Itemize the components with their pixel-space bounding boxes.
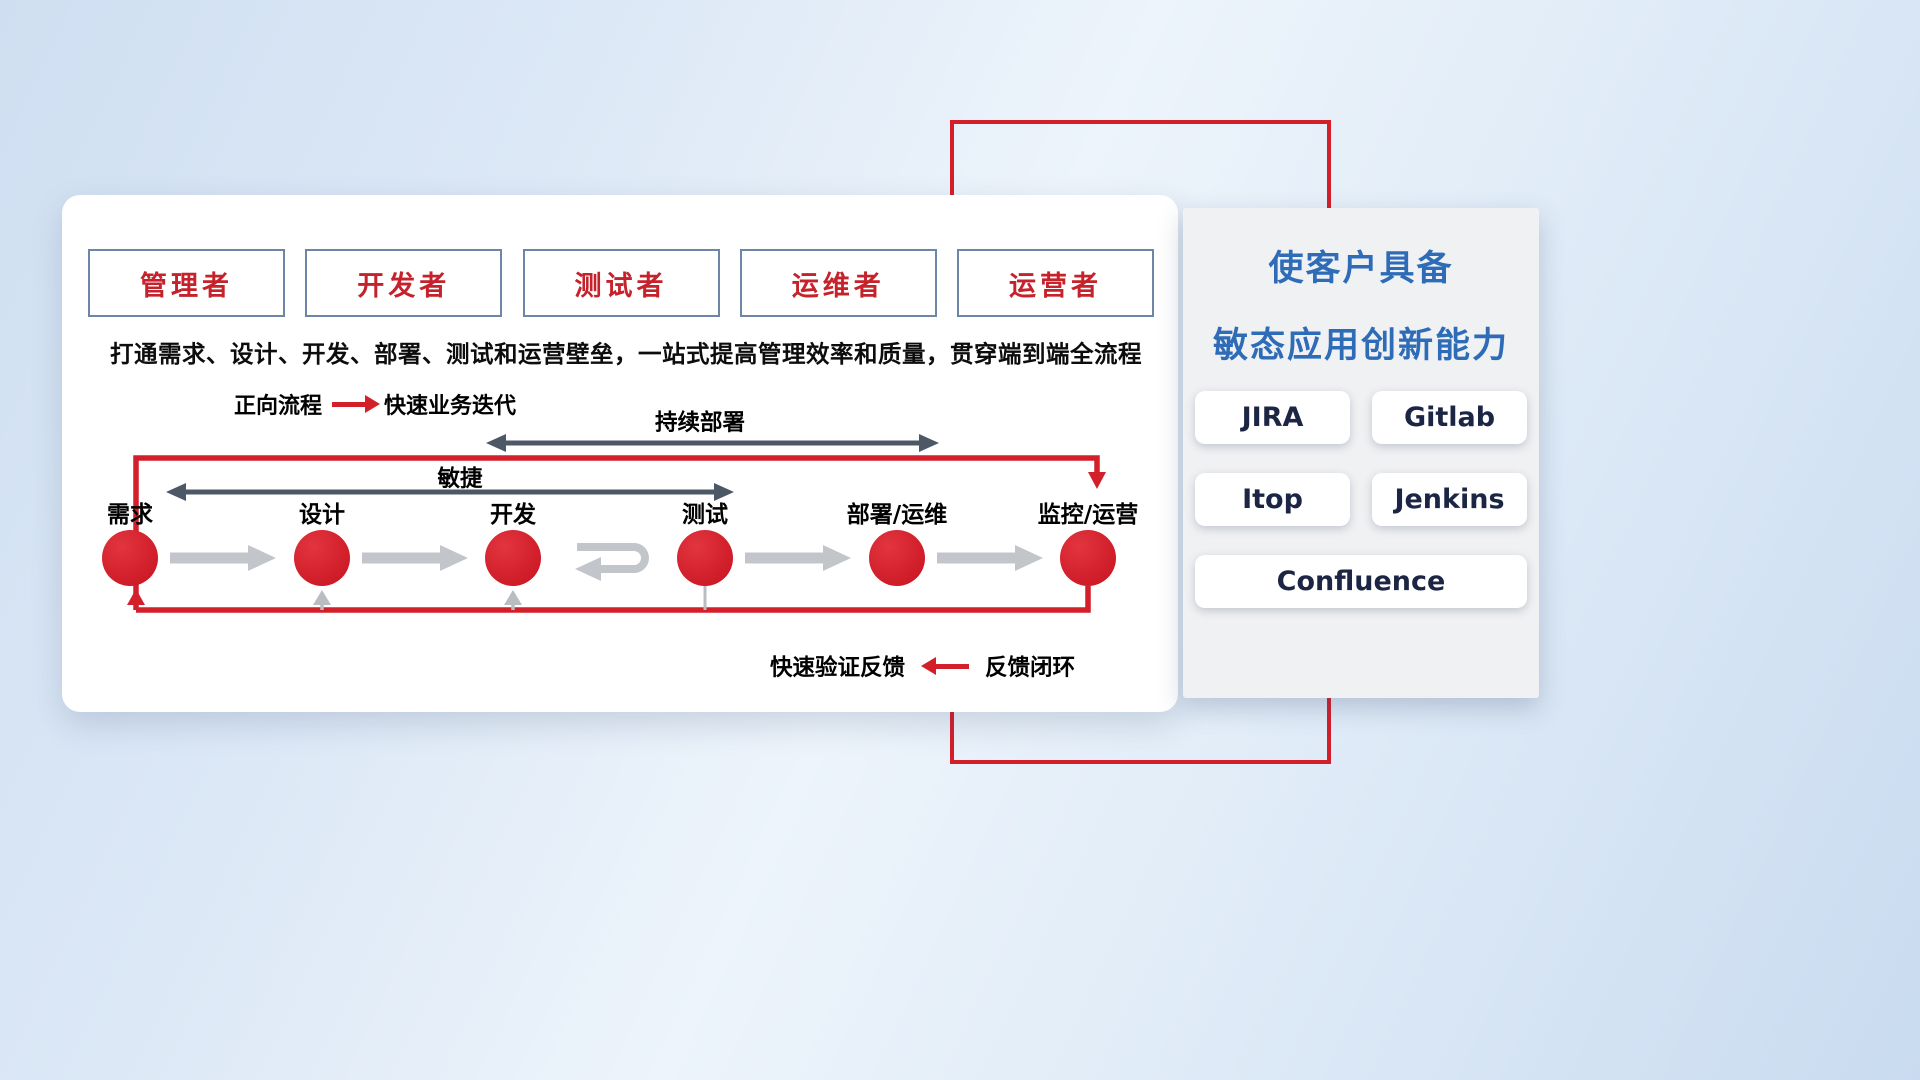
continuous-deploy-range-arrow xyxy=(486,434,939,452)
role-label: 运维者 xyxy=(791,270,885,302)
stage-monitor-operate: 监控/运营 xyxy=(1008,500,1168,586)
stage-circle xyxy=(1060,530,1116,586)
role-label: 运营者 xyxy=(1009,270,1102,302)
capability-panel: 使客户具备 敏态应用创新能力 JIRA Gitlab Itop Jenkins … xyxy=(1183,208,1539,698)
feedback-arrow-icon xyxy=(935,663,970,669)
stage-label: 需求 xyxy=(107,502,153,528)
stage-label: 监控/运营 xyxy=(1037,502,1139,528)
agile-label: 敏捷 xyxy=(437,466,483,492)
flow-arrow-1 xyxy=(170,545,276,571)
feedback-loop-line xyxy=(127,586,1091,613)
legend-forward-value: 快速业务迭代 xyxy=(384,394,517,419)
stage-test: 测试 xyxy=(625,500,785,586)
legend-feedback: 快速验证反馈 反馈闭环 xyxy=(770,650,1075,682)
stage-design: 设计 xyxy=(242,500,402,586)
flow-arrow-4 xyxy=(937,545,1043,571)
forward-arrow-icon xyxy=(332,401,367,407)
stage-circle xyxy=(294,530,350,586)
role-box-tester: 测试者 xyxy=(522,249,720,317)
panel-title-line1: 使客户具备 xyxy=(1268,249,1454,289)
flow-arrow-2 xyxy=(362,545,468,571)
tool-itop: Itop xyxy=(1195,473,1350,526)
tool-jenkins: Jenkins xyxy=(1372,473,1527,526)
legend-forward-label: 正向流程 xyxy=(234,394,323,419)
stage-circle xyxy=(102,530,158,586)
stage-label: 部署/运维 xyxy=(846,502,948,528)
tool-jira: JIRA xyxy=(1195,391,1350,444)
stage-develop: 开发 xyxy=(433,500,593,586)
role-label: 管理者 xyxy=(140,270,233,302)
stage-deploy-ops: 部署/运维 xyxy=(817,500,977,586)
iteration-loop-icon xyxy=(575,543,649,581)
legend-feedback-value: 反馈闭环 xyxy=(985,655,1076,681)
stage-label: 开发 xyxy=(490,502,536,528)
stage-requirement: 需求 xyxy=(50,500,210,586)
agile-range-arrow xyxy=(166,483,734,501)
continuous-deploy-label: 持续部署 xyxy=(654,410,745,436)
stage-circle xyxy=(869,530,925,586)
role-label: 开发者 xyxy=(357,270,451,302)
feedback-up-arrow-design xyxy=(313,590,331,610)
stage-label: 设计 xyxy=(299,502,345,528)
role-box-ops: 运维者 xyxy=(739,249,937,317)
role-box-manager: 管理者 xyxy=(88,249,285,317)
panel-title-line2: 敏态应用创新能力 xyxy=(1212,326,1509,366)
tool-gitlab: Gitlab xyxy=(1372,391,1527,444)
process-description: 打通需求、设计、开发、部署、测试和运营壁垒，一站式提高管理效率和质量，贯穿端到端… xyxy=(110,340,1142,368)
feedback-up-arrow-develop xyxy=(504,590,522,610)
stage-circle xyxy=(677,530,733,586)
role-label: 测试者 xyxy=(574,270,668,302)
flow-lines-canvas xyxy=(127,434,1106,613)
tool-confluence: Confluence xyxy=(1195,555,1527,608)
stage-circle xyxy=(485,530,541,586)
stage-label: 测试 xyxy=(682,502,728,528)
role-box-developer: 开发者 xyxy=(305,249,503,317)
legend-forward: 正向流程 快速业务迭代 xyxy=(234,388,516,420)
role-box-operator: 运营者 xyxy=(957,249,1154,317)
legend-feedback-label: 快速验证反馈 xyxy=(770,655,906,681)
tools-grid: JIRA Gitlab Itop Jenkins Confluence xyxy=(1195,391,1527,608)
flow-arrow-3 xyxy=(745,545,851,571)
devops-flow-card: 管理者 开发者 测试者 运维者 运营者 打通需求、设计、开发、部署、测试和运营壁… xyxy=(62,195,1178,712)
role-boxes-row: 管理者 开发者 测试者 运维者 运营者 xyxy=(88,249,1154,317)
